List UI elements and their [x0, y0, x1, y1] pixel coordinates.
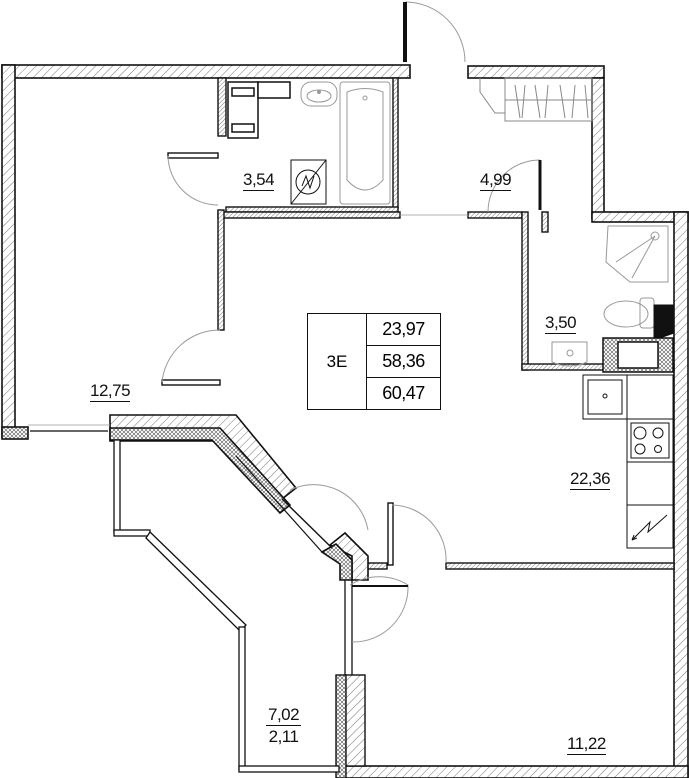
room-area-hallway: 4,99: [480, 170, 512, 191]
balcony-area: 7,02: [266, 705, 302, 726]
interior-walls: [161, 77, 675, 778]
living-area: 23,97: [382, 319, 425, 339]
bathtub-icon: [339, 81, 391, 205]
washing-machine-icon: [602, 337, 674, 373]
radiator-icon: [626, 461, 674, 549]
balcony-area-reduced: 2,11: [268, 727, 299, 746]
room-area-bathroom-1: 3,54: [243, 170, 275, 191]
total-area: 58,36: [367, 345, 440, 377]
sink-icon: [300, 81, 338, 107]
sink-icon: [551, 341, 588, 367]
door-arcs: [161, 1, 542, 643]
room-area-balcony: 7,02 2,11: [266, 705, 302, 746]
boiler-icon: [227, 81, 291, 139]
wardrobe-icon: [479, 77, 593, 122]
apartment-summary-box: 3Е 23,97 58,36 60,47: [307, 313, 441, 410]
loggia-wall: [1, 414, 369, 581]
balcony-railing: [113, 439, 353, 773]
electric-panel-icon: [290, 159, 327, 205]
toilet-icon: [603, 297, 675, 341]
total-area-with-balcony: 60,47: [367, 377, 440, 409]
apartment-type: 3Е: [308, 314, 367, 409]
room-area-bathroom-2: 3,50: [545, 313, 577, 334]
exterior-walls: [1, 64, 689, 778]
room-area-kitchen-living: 22,36: [570, 469, 611, 490]
room-area-bedroom-left: 12,75: [90, 381, 131, 402]
room-area-bedroom-right: 11,22: [567, 734, 606, 755]
shower-cabin-icon: [605, 225, 669, 283]
kitchen-sink-icon: [582, 374, 674, 420]
stove-icon: [626, 418, 674, 463]
